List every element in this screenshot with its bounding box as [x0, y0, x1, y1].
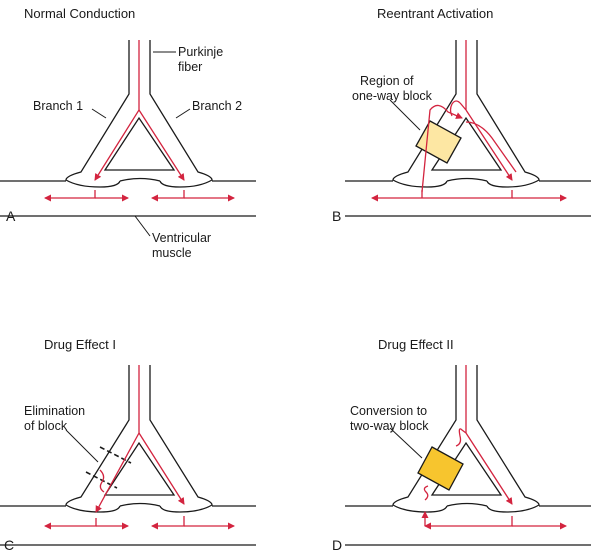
panel-a-branch2-label: Branch 2 [192, 99, 242, 113]
panel-b-region-leader [389, 99, 421, 131]
panel-d-conversion-label-line1: Conversion to [350, 404, 427, 418]
panel-c-fiber-outline [0, 365, 256, 546]
panel-a-letter: A [6, 208, 16, 224]
panel-a-ventricular-leader [134, 215, 151, 237]
panel-b-conduction-paths [371, 40, 567, 202]
panel-b-letter: B [332, 208, 341, 224]
panel-c-title: Drug Effect I [44, 337, 116, 352]
panel-a-branch1-leader [91, 108, 107, 119]
panel-d-letter: D [332, 537, 342, 553]
panel-d-conduction-paths [421, 365, 567, 530]
panel-d-fiber-outline [345, 365, 591, 546]
panel-a-purkinje-label-line2: fiber [178, 60, 202, 74]
panel-c: Drug Effect I Elimination of block C [0, 337, 256, 553]
panel-d-conversion-leader [389, 427, 423, 459]
panel-a-branch2-leader [175, 108, 191, 119]
panel-d-two-way-block [417, 446, 464, 491]
panel-b-region-label-line1: Region of [360, 74, 414, 88]
panel-c-elimination-leader [65, 429, 99, 463]
panel-c-conduction-paths [44, 365, 235, 530]
panel-a-branch1-label: Branch 1 [33, 99, 83, 113]
panel-d-title: Drug Effect II [378, 337, 454, 352]
panel-a: Normal Conduction Purkinje f [0, 6, 256, 260]
panel-a-title: Normal Conduction [24, 6, 135, 21]
panel-c-eliminated-block-dashes [85, 446, 132, 489]
panel-b-fiber-outline [345, 40, 591, 217]
panel-a-conduction-paths [44, 40, 235, 202]
panel-c-elimination-label-line2: of block [24, 419, 68, 433]
panel-c-elimination-label-line1: Elimination [24, 404, 85, 418]
panel-a-ventricular-label-line2: muscle [152, 246, 192, 260]
panel-b: Reentrant Activation Region of one-way b… [332, 6, 591, 224]
panel-d: Drug Effect II Conversion to two-way blo… [332, 337, 591, 553]
panel-b-region-label-line2: one-way block [352, 89, 433, 103]
panel-a-purkinje-label-line1: Purkinje [178, 45, 223, 59]
panel-a-ventricular-label-line1: Ventricular [152, 231, 211, 245]
panel-d-conversion-label-line2: two-way block [350, 419, 429, 433]
panel-b-title: Reentrant Activation [377, 6, 493, 21]
panel-c-letter: C [4, 537, 14, 553]
panel-a-fiber-outline [0, 40, 256, 217]
